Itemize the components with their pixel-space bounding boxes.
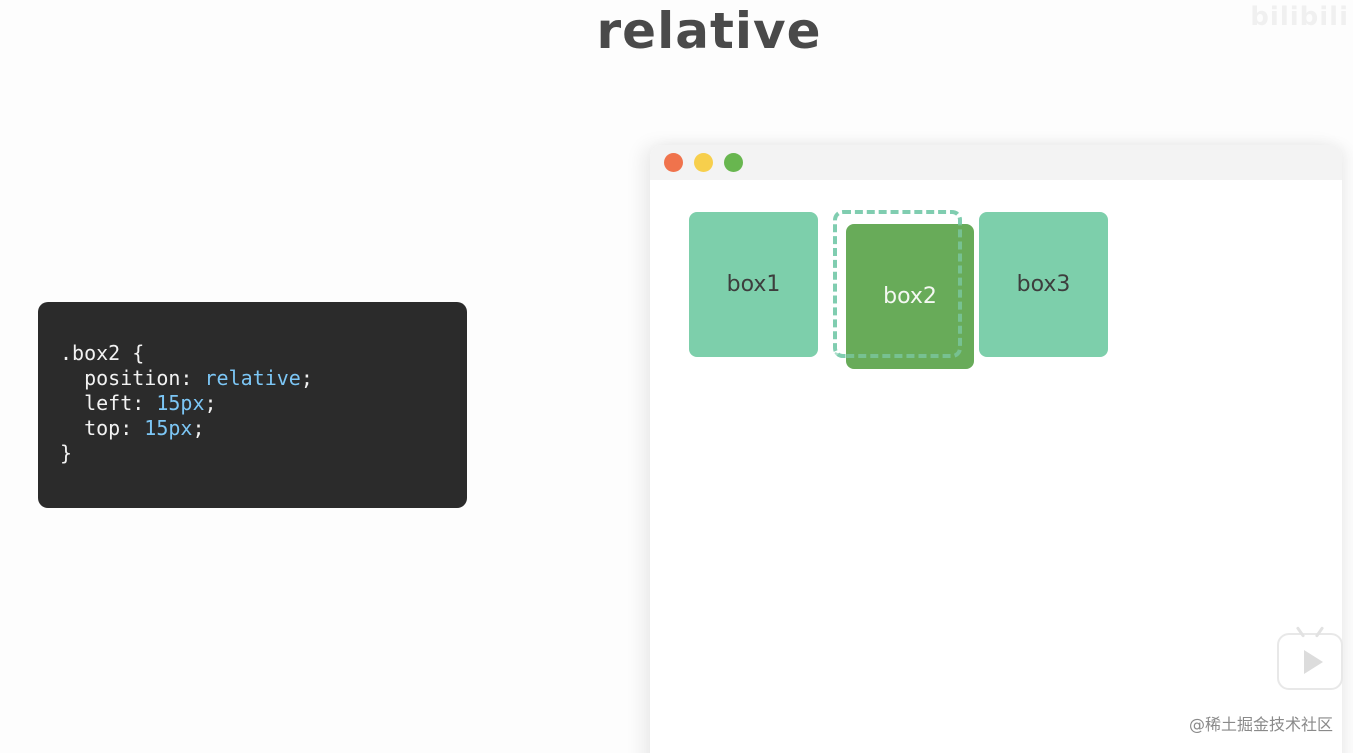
code-line-position: position: relative;	[60, 366, 467, 391]
code-line-selector: .box2 {	[60, 341, 467, 366]
close-window-dot-icon[interactable]	[664, 153, 683, 172]
code-property: top:	[60, 416, 145, 440]
bilibili-logo: bilibili	[1250, 2, 1349, 32]
browser-window: box1 box2 box3	[650, 145, 1342, 753]
browser-titlebar	[650, 145, 1342, 180]
code-panel: .box2 { position: relative; left: 15px; …	[38, 302, 467, 508]
minimize-window-dot-icon[interactable]	[694, 153, 713, 172]
code-property: left:	[60, 391, 157, 415]
box2-relative: box2	[846, 224, 974, 369]
code-line-left: left: 15px;	[60, 391, 467, 416]
code-semicolon: ;	[192, 416, 205, 440]
code-property: position:	[60, 366, 205, 390]
code-line-top: top: 15px;	[60, 416, 467, 441]
box1: box1	[689, 212, 818, 357]
box3: box3	[979, 212, 1108, 357]
play-button[interactable]	[1277, 633, 1343, 690]
code-line-close: }	[60, 441, 467, 466]
code-semicolon: ;	[204, 391, 217, 415]
juejin-watermark: @稀土掘金技术社区	[1188, 715, 1333, 734]
code-selector: .box2 {	[60, 341, 145, 365]
code-value: 15px	[144, 416, 193, 440]
code-closing-brace: }	[60, 441, 73, 465]
maximize-window-dot-icon[interactable]	[724, 153, 743, 172]
play-icon	[1304, 650, 1323, 674]
code-value: relative	[204, 366, 301, 390]
code-value: 15px	[156, 391, 205, 415]
code-semicolon: ;	[300, 366, 313, 390]
slide-title: relative	[596, 2, 822, 60]
